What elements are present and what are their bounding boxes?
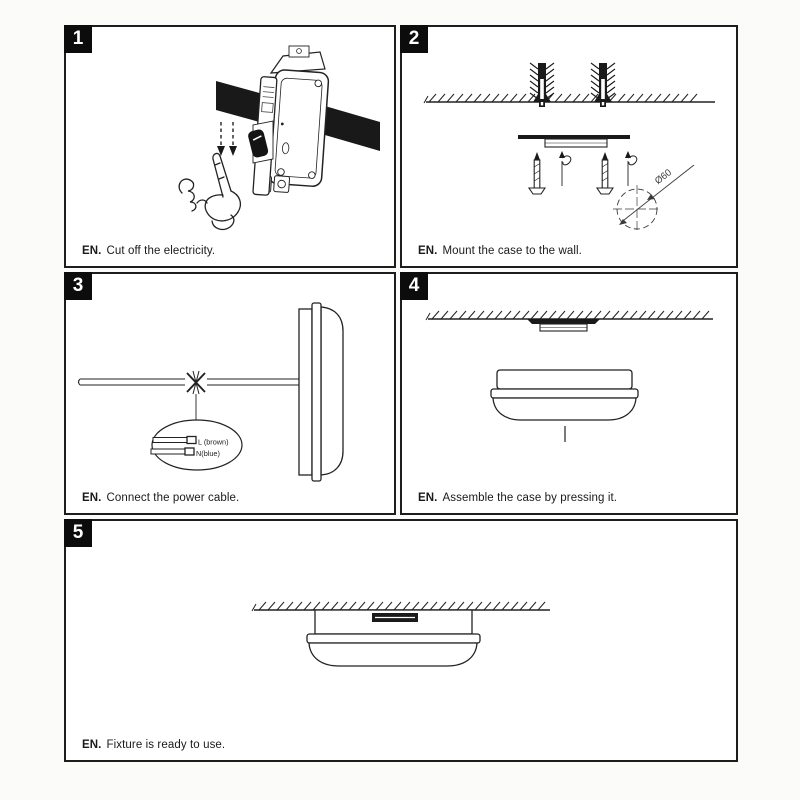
installed-fixture: [306, 609, 481, 667]
step-panel-1: 1: [64, 25, 396, 268]
cut-electricity-illustration: [178, 45, 380, 231]
fixture-cover: [490, 369, 639, 421]
caption-text: Assemble the case by pressing it.: [442, 492, 618, 504]
turn-arrow: [625, 151, 638, 186]
caption-text: Cut off the electricity.: [106, 245, 216, 257]
step-number-badge: 4: [400, 272, 428, 300]
step-number: 1: [72, 28, 84, 49]
mount-case-illustration: Ø60: [423, 62, 715, 233]
step-panel-2: 2: [400, 25, 738, 268]
fixture-side-view: [298, 302, 344, 482]
step-number: 2: [408, 28, 420, 49]
caption-language-tag: EN.: [82, 245, 102, 257]
ceiling-surface: [423, 93, 715, 104]
step-caption: EN. Fixture is ready to use.: [82, 739, 225, 751]
switch-off-arrows: [217, 122, 237, 156]
caption-text: Mount the case to the wall.: [442, 245, 582, 257]
step-caption: EN. Connect the power cable.: [82, 492, 239, 504]
mounting-plate: [518, 135, 630, 148]
din-rail: [216, 81, 380, 151]
turn-arrow: [559, 151, 572, 186]
caption-language-tag: EN.: [418, 245, 438, 257]
breaker-toggle: [248, 129, 269, 158]
step-number-badge: 3: [64, 272, 92, 300]
wall-anchor: [590, 62, 616, 107]
caption-language-tag: EN.: [418, 492, 438, 504]
circuit-breaker: [248, 45, 330, 196]
cable-joint: [186, 370, 206, 395]
step-number-badge: 1: [64, 25, 92, 53]
caption-language-tag: EN.: [82, 739, 102, 751]
ceiling-surface: [425, 310, 713, 321]
live-wire-label: L (brown): [198, 438, 229, 447]
wire-detail-bubble: L (brown) N(blue): [150, 419, 243, 471]
caption-text: Connect the power cable.: [106, 492, 240, 504]
step-number: 5: [72, 522, 84, 543]
caption-text: Fixture is ready to use.: [106, 739, 226, 751]
live-wire: L (brown): [152, 435, 229, 447]
step-number: 3: [72, 275, 84, 296]
wall-anchor: [529, 62, 555, 107]
step-number-badge: 2: [400, 25, 428, 53]
neutral-wire-label: N(blue): [196, 449, 220, 458]
step-caption: EN. Cut off the electricity.: [82, 245, 215, 257]
assemble-case-illustration: [425, 310, 713, 442]
step-panel-5: 5 EN. Fixture is ready to use.: [64, 519, 738, 762]
diameter-label: Ø60: [653, 167, 674, 187]
neutral-wire: N(blue): [150, 447, 220, 458]
mounting-plate: [527, 319, 600, 332]
mounting-plate: [372, 613, 418, 622]
pointing-hand-icon: [178, 152, 242, 231]
step-caption: EN. Assemble the case by pressing it.: [418, 492, 617, 504]
installed-fixture-illustration: [251, 601, 550, 667]
screw: [527, 152, 547, 195]
step-panel-4: 4 EN. Assemble the case by pressing it.: [400, 272, 738, 515]
step-number: 4: [408, 275, 420, 296]
step-panel-3: 3: [64, 272, 396, 515]
screw: [595, 152, 615, 195]
connect-cable-illustration: L (brown) N(blue): [77, 302, 344, 482]
power-cable: [77, 370, 299, 421]
step-number-badge: 5: [64, 519, 92, 547]
diameter-annotation: Ø60: [613, 164, 695, 233]
step-caption: EN. Mount the case to the wall.: [418, 245, 582, 257]
caption-language-tag: EN.: [82, 492, 102, 504]
